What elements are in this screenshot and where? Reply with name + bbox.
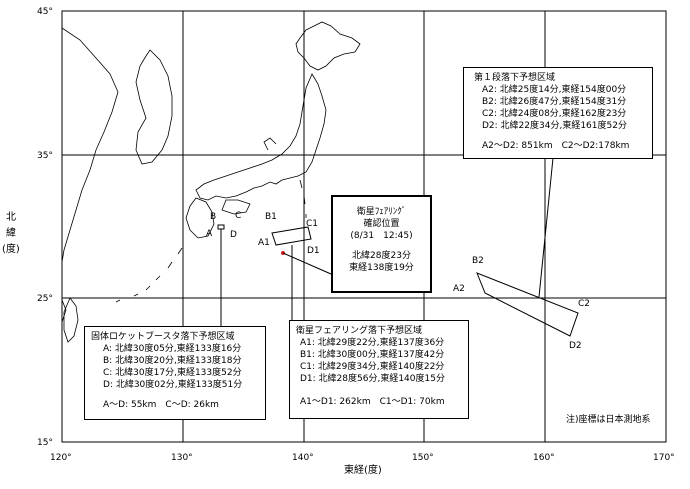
fairing-lon: 東経138度19分 <box>349 263 414 273</box>
label-D: D <box>230 230 237 240</box>
fairing-title-2: 確認位置 <box>363 219 400 229</box>
label-A: A <box>206 229 213 239</box>
fairing-zone <box>271 226 312 246</box>
booster-title: 固体ロケットブースタ落下予想区域 <box>91 332 235 342</box>
fairing-zone-distance: A1～D1: 262km C1～D1: 70km <box>300 397 445 407</box>
label-C1: C1 <box>306 219 318 229</box>
booster-line-a: A: 北緯30度05分,東経133度16分 <box>103 344 242 354</box>
fairing-zone-line-d1: D1: 北緯28度56分,東経140度15分 <box>300 374 445 384</box>
lat-tick-45: 45° <box>37 7 53 17</box>
fairing-zone-line-a1: A1: 北緯29度22分,東経137度36分 <box>300 338 445 348</box>
lat-tick-25: 25° <box>37 294 53 304</box>
stage1-line-c2: C2: 北緯24度08分,東経162度23分 <box>482 109 627 119</box>
booster-box: 固体ロケットブースタ落下予想区域 A: 北緯30度05分,東経133度16分 B… <box>84 326 266 420</box>
coordinate-note: 注)座標は日本測地系 <box>566 415 651 425</box>
lon-tick-170: 170° <box>653 453 675 463</box>
booster-line-b: B: 北緯30度20分,東経133度18分 <box>103 356 242 366</box>
fairing-zone-line-c1: C1: 北緯29度34分,東経140度22分 <box>300 362 445 372</box>
label-A1: A1 <box>258 238 270 248</box>
label-A2: A2 <box>453 284 465 294</box>
stage1-box: 第１段落下予想区域 A2: 北緯25度14分,東経154度00分 B2: 北緯2… <box>463 67 653 159</box>
lon-tick-120: 120° <box>50 453 72 463</box>
fairing-zone-title: 衛星フェアリング落下予想区域 <box>296 326 423 336</box>
lat-axis-label-2: 緯 <box>6 226 16 239</box>
fairing-lat: 北緯28度23分 <box>352 251 411 261</box>
lat-axis-label-1: 北 <box>6 211 16 223</box>
lon-tick-130: 130° <box>171 453 193 463</box>
fairing-time: (8/31 12:45) <box>350 231 413 241</box>
lat-tick-15: 15° <box>37 438 53 448</box>
lon-tick-150: 150° <box>412 453 434 463</box>
fairing-position-box: 衛星ﾌｪｱﾘﾝｸﾞ 確認位置 (8/31 12:45) 北緯28度23分 東経1… <box>331 195 432 293</box>
label-D1: D1 <box>307 246 320 256</box>
lon-tick-160: 160° <box>533 453 555 463</box>
stage1-title: 第１段落下予想区域 <box>474 73 556 83</box>
lon-axis-label: 東経(度) <box>344 463 382 476</box>
label-B: B <box>210 212 216 222</box>
stage1-line-b2: B2: 北緯26度47分,東経154度31分 <box>482 97 627 107</box>
lat-tick-35: 35° <box>37 151 53 161</box>
fairing-position-leader <box>282 252 332 275</box>
booster-zone <box>217 224 225 230</box>
stage1-leader <box>538 157 554 298</box>
stage1-line-d2: D2: 北緯22度34分,東経161度52分 <box>482 121 627 131</box>
stage1-line-a2: A2: 北緯25度14分,東経154度00分 <box>482 85 627 95</box>
booster-line-d: D: 北緯30度02分,東経133度51分 <box>103 380 243 390</box>
booster-distance: A～D: 55km C～D: 26km <box>103 400 219 410</box>
fairing-title-1: 衛星ﾌｪｱﾘﾝｸﾞ <box>356 207 407 217</box>
coastline <box>61 21 361 343</box>
stage1-distance: A2～D2: 851km C2～D2:178km <box>482 141 630 151</box>
map-frame <box>61 10 667 443</box>
lon-tick-140: 140° <box>292 453 314 463</box>
fairing-zone-line-b1: B1: 北緯30度00分,東経137度42分 <box>300 350 445 360</box>
label-B2: B2 <box>472 256 484 266</box>
fairing-zone-box: 衛星フェアリング落下予想区域 A1: 北緯29度22分,東経137度36分 B1… <box>289 320 469 419</box>
label-C: C <box>235 211 241 221</box>
booster-line-c: C: 北緯30度17分,東経133度52分 <box>103 368 242 378</box>
stage1-zone <box>476 272 579 337</box>
lat-axis-label-3: (度) <box>2 242 20 255</box>
label-D2: D2 <box>569 341 582 351</box>
label-B1: B1 <box>265 212 277 222</box>
label-C2: C2 <box>578 299 590 309</box>
